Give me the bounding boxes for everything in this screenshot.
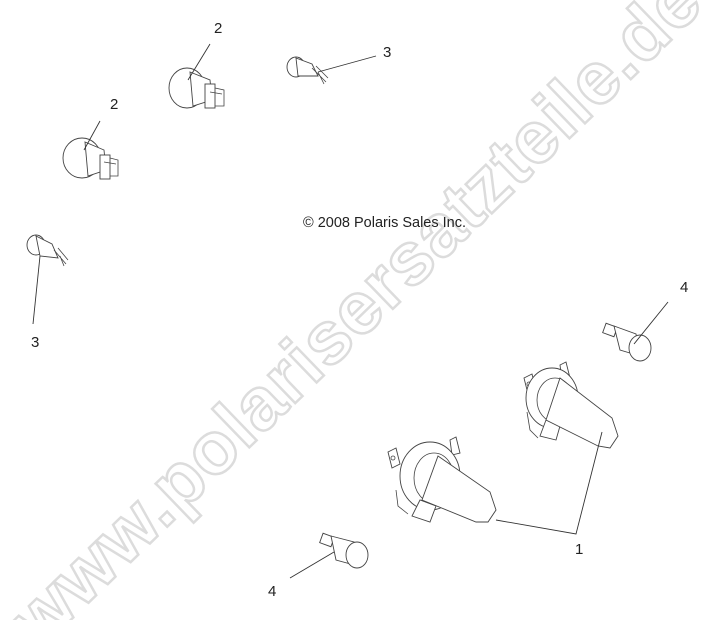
bulb-4-right[interactable] xyxy=(602,322,652,362)
bulb-2-left[interactable] xyxy=(62,137,119,180)
bulb-2-upper[interactable] xyxy=(168,67,225,109)
h4-bulb-lower[interactable] xyxy=(387,436,497,523)
callout-4-bottom[interactable]: 4 xyxy=(268,583,277,600)
callout-3-upper[interactable]: 3 xyxy=(383,44,392,61)
bulb-4-bottom[interactable] xyxy=(319,532,369,569)
callout-1[interactable]: 1 xyxy=(575,541,584,558)
bulb-3-upper[interactable] xyxy=(286,56,329,85)
leader-lines xyxy=(32,43,669,579)
callout-2-upper[interactable]: 2 xyxy=(214,20,223,37)
callout-3-left[interactable]: 3 xyxy=(31,334,40,351)
bulb-3-left[interactable] xyxy=(26,234,69,267)
callout-2-left[interactable]: 2 xyxy=(110,96,119,113)
h4-bulb-upper[interactable] xyxy=(523,361,619,449)
callout-4-right[interactable]: 4 xyxy=(680,279,689,296)
copyright-notice: © 2008 Polaris Sales Inc. xyxy=(303,215,467,231)
